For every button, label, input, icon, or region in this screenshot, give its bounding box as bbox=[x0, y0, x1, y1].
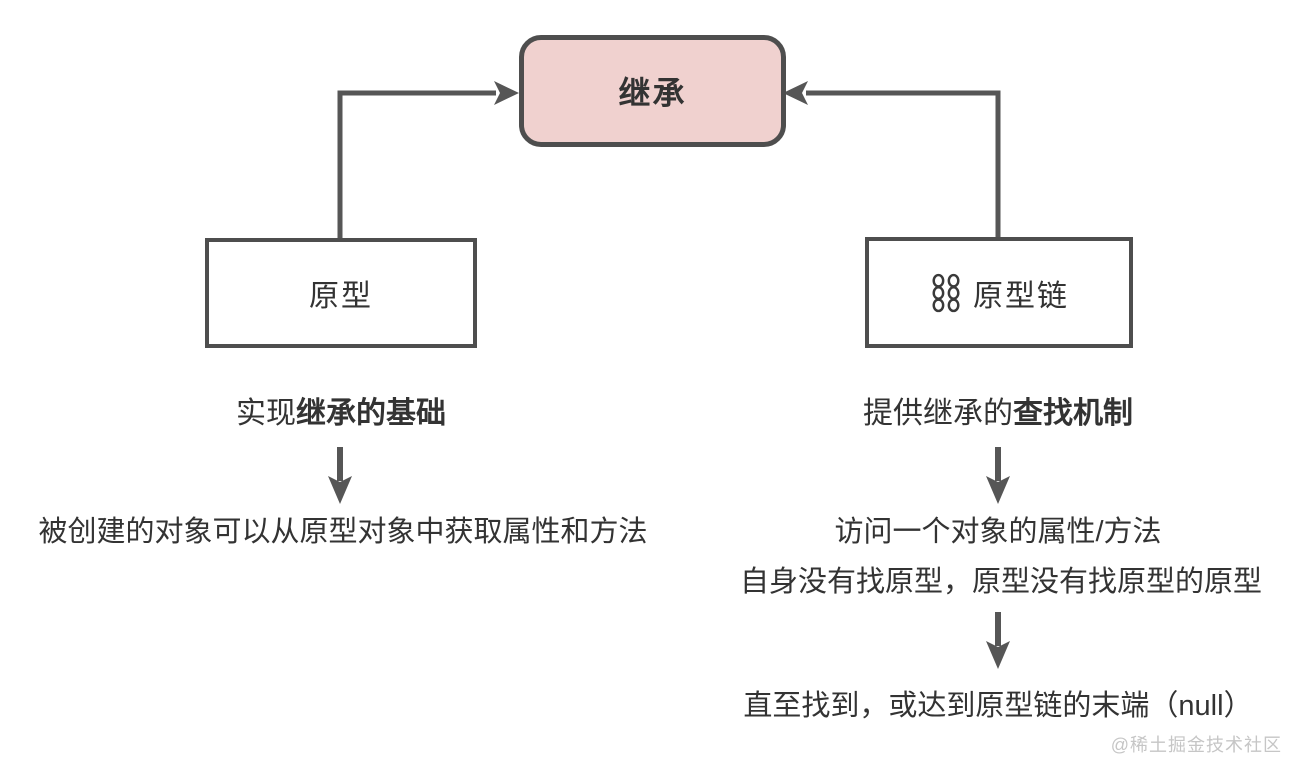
chain-detail-text: 访问一个对象的属性/方法 自身没有找原型，原型没有找原型的原型 bbox=[740, 507, 1263, 607]
arrowhead-left-icon bbox=[783, 81, 808, 105]
chain-detail-line1: 访问一个对象的属性/方法 bbox=[834, 516, 1162, 548]
chain-end-note-line: 直至找到，或达到原型链的末端（null） bbox=[743, 690, 1253, 722]
node-inheritance: 继承 bbox=[519, 35, 786, 147]
node-prototype-label: 原型 bbox=[309, 280, 373, 313]
prototype-caption-normal: 实现 bbox=[236, 397, 296, 430]
down-arrow-right1-icon bbox=[986, 476, 1010, 504]
node-prototype-chain-label: 原型链 bbox=[973, 279, 1069, 313]
chain-caption-normal: 提供继承的 bbox=[863, 397, 1013, 430]
node-prototype-chain: 原型链 bbox=[865, 237, 1133, 348]
chain-caption-bold: 查找机制 bbox=[1013, 397, 1133, 430]
prototype-detail-line: 被创建的对象可以从原型对象中获取属性和方法 bbox=[38, 516, 648, 548]
down-arrow-right2-icon bbox=[986, 641, 1010, 669]
node-inheritance-label: 继承 bbox=[618, 75, 687, 111]
connector-prototype-to-inheritance bbox=[337, 90, 496, 240]
watermark: @稀土掘金技术社区 bbox=[1110, 735, 1282, 755]
prototype-caption-bold: 继承的基础 bbox=[296, 397, 446, 430]
prototype-caption: 实现继承的基础 bbox=[131, 397, 551, 431]
chain-detail-line2: 自身没有找原型，原型没有找原型的原型 bbox=[740, 566, 1263, 598]
prototype-detail-text: 被创建的对象可以从原型对象中获取属性和方法 bbox=[0, 507, 686, 557]
chain-icon bbox=[932, 273, 960, 312]
node-prototype: 原型 bbox=[205, 238, 477, 348]
chain-caption: 提供继承的查找机制 bbox=[788, 397, 1208, 431]
down-arrow-left-icon bbox=[328, 476, 352, 504]
chain-end-note: 直至找到，或达到原型链的末端（null） bbox=[740, 681, 1256, 731]
connector-chain-to-inheritance bbox=[806, 90, 1001, 240]
arrowhead-right-icon bbox=[494, 81, 519, 105]
